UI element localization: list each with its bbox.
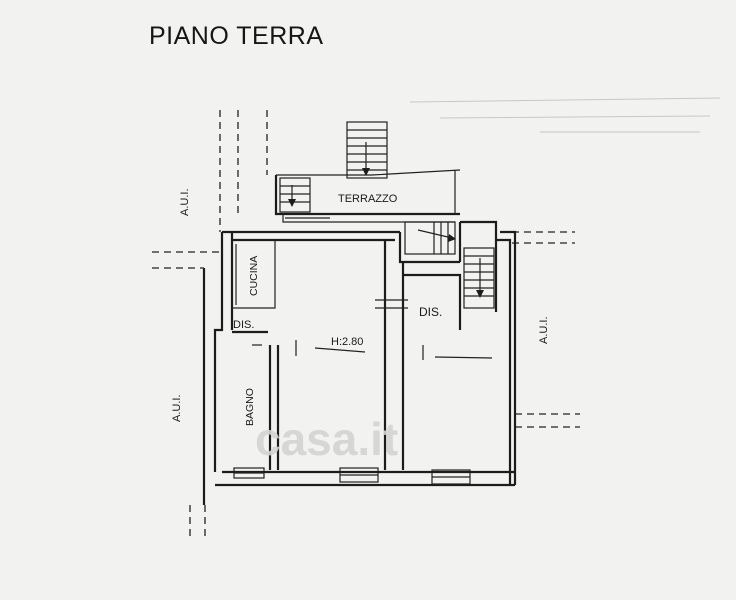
label-height: H:2.80 [331, 336, 363, 348]
external-stair [346, 121, 388, 179]
bottom-windows [233, 467, 471, 485]
neighbor-boundary-top-left [219, 110, 268, 232]
neighbor-boundary-right [512, 231, 580, 428]
neighbor-boundary-left [152, 251, 222, 540]
scan-ghost-lines [409, 97, 721, 133]
terrace [274, 169, 461, 223]
terrace-steps [279, 177, 311, 213]
label-bagno: BAGNO [244, 388, 256, 426]
apartment-walls [202, 220, 517, 505]
label-cucina: CUCINA [248, 256, 260, 296]
label-aui-left-top: A.U.I. [179, 188, 191, 216]
label-terrazzo: TERRAZZO [338, 193, 398, 205]
watermark: casa.it [255, 413, 398, 465]
plan-title: PIANO TERRA [149, 22, 324, 50]
label-aui-left-bottom: A.U.I. [171, 394, 183, 422]
label-aui-right: A.U.I. [538, 316, 550, 344]
label-dis-right: DIS. [419, 305, 442, 319]
internal-stair [404, 221, 495, 309]
label-dis-left: DIS. [233, 319, 254, 331]
